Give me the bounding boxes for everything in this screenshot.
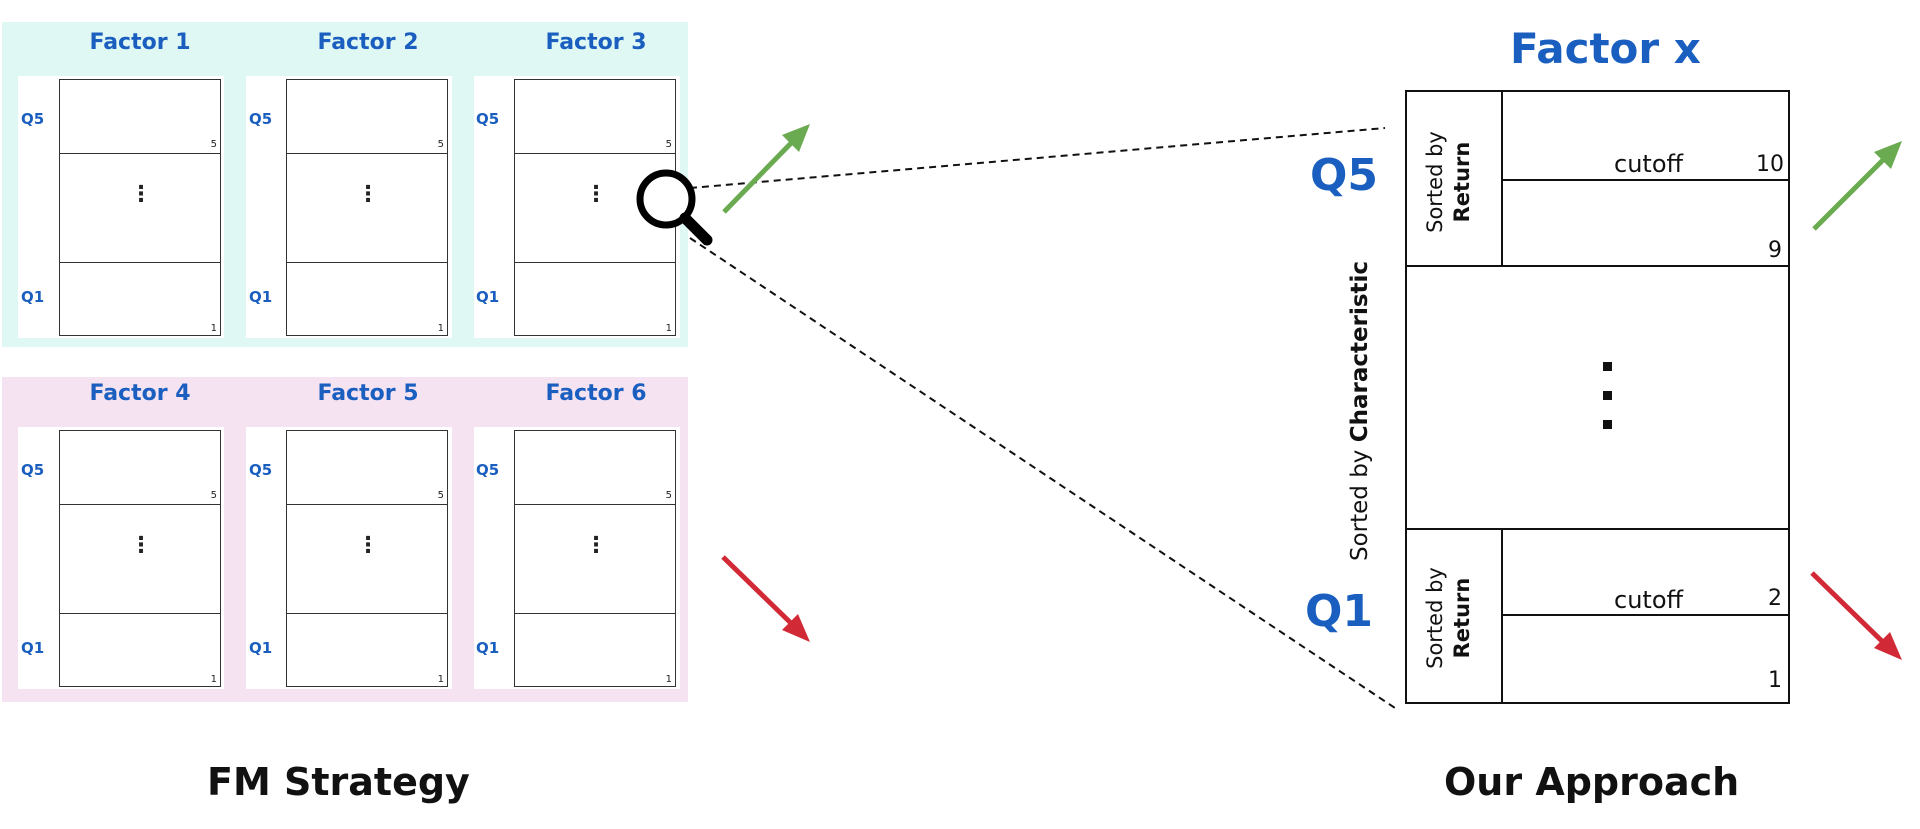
dot: [1603, 362, 1612, 371]
q1-label: Q1: [21, 288, 45, 306]
zoom-line-bottom: [689, 237, 1396, 709]
up-arrow-icon: [722, 124, 810, 214]
q5-label: Q5: [476, 110, 500, 128]
q1-label: Q1: [476, 639, 500, 657]
quintile-number-bottom: 1: [437, 323, 444, 334]
quintile-grid: 5 1 ⋮: [514, 430, 676, 687]
factor-title: Factor 6: [545, 381, 647, 406]
bottom-cutoff-number: 2: [1768, 586, 1782, 611]
grid-line: [287, 262, 447, 263]
quintile-grid: 5 1 ⋮: [286, 79, 448, 336]
grid-line: [287, 613, 447, 614]
q5-label: Q5: [476, 461, 500, 479]
q5-label: Q5: [21, 110, 45, 128]
factor-title: Factor 1: [89, 30, 191, 55]
magnifier-icon: [636, 169, 713, 246]
q1-label: Q1: [476, 288, 500, 306]
quintile-grid: 5 1 ⋮: [59, 79, 221, 336]
our-approach-caption: Our Approach: [1444, 760, 1740, 804]
top-cutoff-line: [1503, 179, 1788, 181]
bottom-inner-divider: [1501, 528, 1503, 702]
q1-label: Q1: [249, 639, 273, 657]
factor-x-box: [1405, 90, 1790, 704]
grid-line: [287, 504, 447, 505]
factor-x-title: Factor x: [1510, 24, 1701, 73]
down-arrow-icon: [1810, 571, 1902, 660]
bottom-cutoff-label: cutoff: [1614, 586, 1684, 614]
fm-strategy-caption: FM Strategy: [207, 760, 470, 804]
quintile-number-top: 5: [210, 490, 217, 501]
grid-line: [287, 153, 447, 154]
down-arrow-icon: [721, 555, 810, 642]
middle-ellipsis-dots: [1600, 360, 1616, 432]
dot: [1603, 391, 1612, 400]
top-cutoff-number: 10: [1756, 152, 1784, 177]
q5-label: Q5: [249, 110, 273, 128]
quintile-number-top: 5: [665, 490, 672, 501]
quintile-number-bottom: 1: [210, 323, 217, 334]
q1-label: Q1: [21, 639, 45, 657]
grid-line: [515, 262, 675, 263]
factor-title: Factor 2: [317, 30, 419, 55]
quintile-grid: 5 1 ⋮: [59, 430, 221, 687]
grid-line: [515, 153, 675, 154]
q1-label: Q1: [249, 288, 273, 306]
quintile-number-bottom: 1: [665, 323, 672, 334]
quintile-number-top: 5: [437, 490, 444, 501]
grid-line: [515, 613, 675, 614]
quintile-number-bottom: 1: [210, 674, 217, 685]
grid-line: [60, 153, 220, 154]
quintile-grid: 5 1 ⋮: [286, 430, 448, 687]
bottom-section-divider: [1407, 528, 1788, 530]
bottom-low-number: 1: [1768, 668, 1782, 693]
q5-label: Q5: [249, 461, 273, 479]
up-arrow-icon: [1812, 141, 1902, 231]
bottom-cutoff-line: [1503, 614, 1788, 616]
factor-title: Factor 3: [545, 30, 647, 55]
quintile-number-top: 5: [665, 139, 672, 150]
factor-title: Factor 4: [89, 381, 191, 406]
quintile-number-top: 5: [210, 139, 217, 150]
dot: [1603, 420, 1612, 429]
q1-big-label: Q1: [1305, 586, 1374, 637]
grid-line: [60, 613, 220, 614]
grid-line: [60, 262, 220, 263]
top-inner-divider: [1501, 92, 1503, 265]
grid-line: [60, 504, 220, 505]
top-section-divider: [1407, 265, 1788, 267]
q5-label: Q5: [21, 461, 45, 479]
q5-big-label: Q5: [1310, 150, 1379, 201]
quintile-number-bottom: 1: [665, 674, 672, 685]
quintile-number-bottom: 1: [437, 674, 444, 685]
top-low-number: 9: [1768, 238, 1782, 263]
quintile-number-top: 5: [437, 139, 444, 150]
factor-title: Factor 5: [317, 381, 419, 406]
top-cutoff-label: cutoff: [1614, 150, 1684, 178]
grid-line: [515, 504, 675, 505]
zoom-line-top: [689, 127, 1386, 189]
